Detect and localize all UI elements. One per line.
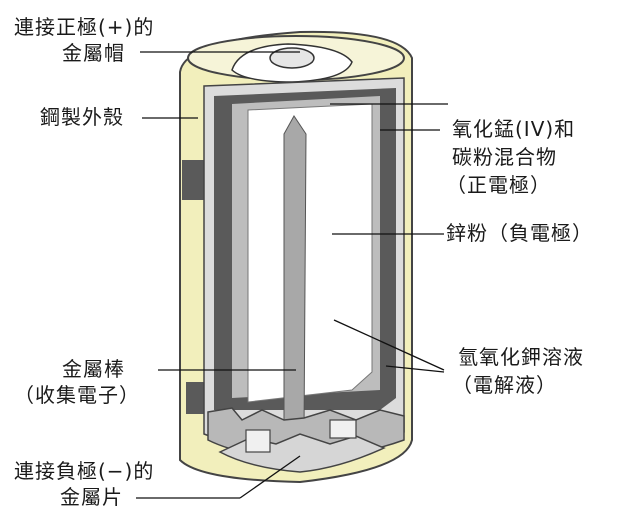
shell-band-bottom xyxy=(186,382,206,414)
label-rod-line2: （收集電子） xyxy=(14,383,140,407)
anode-zinc-powder xyxy=(247,103,373,403)
label-positive-cap-line2: 金屬帽 xyxy=(62,41,125,65)
label-electrolyte-line2: （電解液） xyxy=(452,373,557,397)
cap-boss xyxy=(269,47,315,69)
label-rod-line1: 金屬棒 xyxy=(62,357,125,381)
label-steel-shell: 鋼製外殼 xyxy=(40,105,124,129)
leader-electrolyte-1 xyxy=(333,319,445,371)
terminal-tab-right xyxy=(329,419,357,439)
label-electrolyte-line1: 氫氧化鉀溶液 xyxy=(458,345,584,369)
shell-band-top xyxy=(182,160,204,200)
label-cathode-line3: （正電極） xyxy=(446,173,551,197)
leader-electrolyte-2 xyxy=(385,365,445,373)
leader-negative-plate-b xyxy=(239,455,301,499)
label-negative-plate-line2: 金屬片 xyxy=(60,485,123,509)
label-cathode-line1: 氧化錳(IV)和 xyxy=(452,117,576,141)
label-positive-cap-line1: 連接正極(+)的 xyxy=(14,15,155,39)
label-anode: 鋅粉（負電極） xyxy=(446,221,593,245)
label-negative-plate-line1: 連接負極(−)的 xyxy=(14,459,155,483)
leader-lines xyxy=(136,51,448,499)
metal-rod xyxy=(283,115,307,433)
label-cathode-line2: 碳粉混合物 xyxy=(452,145,557,169)
terminal-tab-left xyxy=(245,429,271,453)
